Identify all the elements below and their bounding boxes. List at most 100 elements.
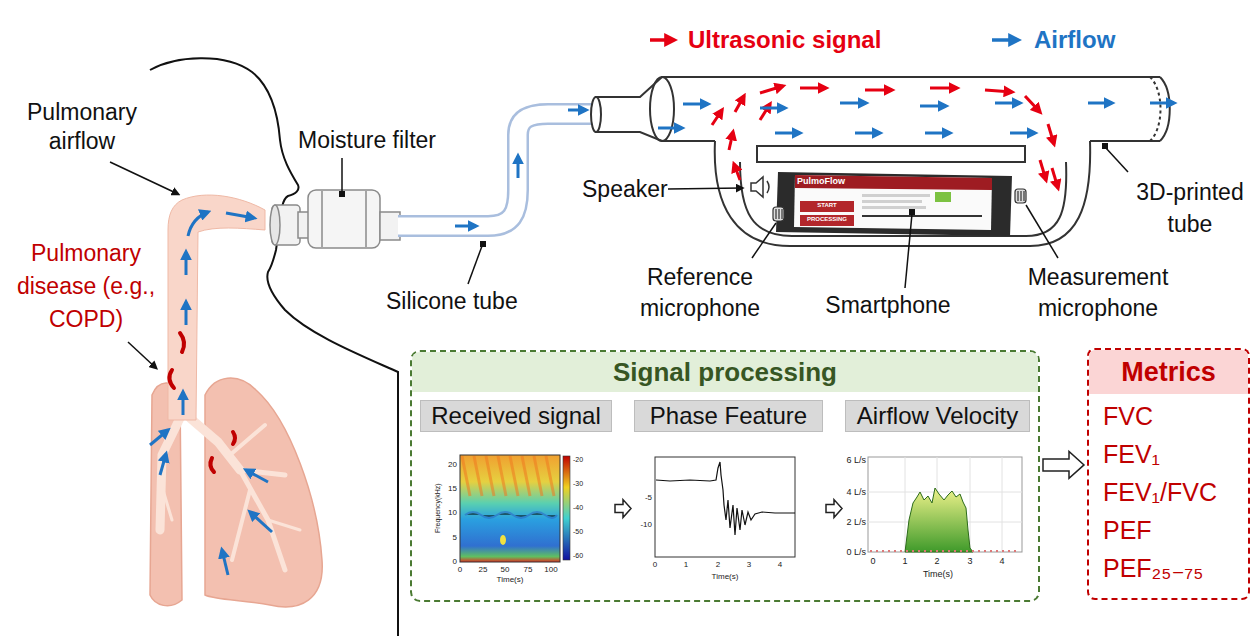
part-label: Measurement microphone xyxy=(1003,262,1193,324)
spectrogram-chart xyxy=(462,456,554,496)
part-label: Smartphone xyxy=(825,292,950,320)
ultrasonic-arrows xyxy=(985,90,1012,92)
airflow-arrows-tube xyxy=(925,132,950,135)
axis-label: 25 xyxy=(479,565,488,575)
spectrogram-chart xyxy=(563,456,570,560)
smartphone xyxy=(862,194,930,197)
screen-text: PulmoFlow xyxy=(797,176,845,187)
axis-label: 75 xyxy=(524,565,533,575)
lungs xyxy=(160,418,300,570)
leader-lines xyxy=(128,342,156,368)
legend-text: Ultrasonic signal xyxy=(688,26,881,55)
airflow-arrows-tube xyxy=(1010,132,1035,135)
spectrogram-chart xyxy=(460,455,570,562)
smartphone xyxy=(862,206,926,209)
printed-tube xyxy=(650,77,674,141)
smartphone xyxy=(795,175,992,190)
velocity-chart xyxy=(870,550,1020,552)
leader-lines xyxy=(110,162,178,194)
part-label: Silicone tube xyxy=(386,288,518,316)
velocity-chart xyxy=(868,457,1022,552)
airflow-arrows-body xyxy=(150,212,272,575)
metrics-title: Metrics xyxy=(1121,350,1216,394)
smartphone xyxy=(776,172,1012,236)
smartphone xyxy=(935,192,951,202)
processing-group-box: Signal processingReceived signalPhase Fe… xyxy=(410,350,1040,602)
ultrasonic-arrows xyxy=(729,132,733,150)
lungs xyxy=(190,418,240,470)
airflow-arrows-tube xyxy=(760,107,785,110)
axis-label: 50 xyxy=(501,565,510,575)
airflow-arrows-tube xyxy=(658,103,1174,133)
stage-title: Received signal xyxy=(431,401,600,431)
axis-label: 0 L/s xyxy=(846,547,866,558)
leader-dots xyxy=(339,191,345,197)
airflow-arrows-tube xyxy=(855,132,880,135)
airflow-arrows-tube xyxy=(775,132,800,135)
metric-item: FVC xyxy=(1103,400,1153,432)
group-title: Signal processing xyxy=(613,352,837,392)
smartphone xyxy=(862,200,922,203)
printed-tube xyxy=(591,77,1170,246)
part-label: Pulmonary airflow xyxy=(7,98,157,156)
axis-label: -5 xyxy=(645,493,652,503)
axis-label: -20 xyxy=(573,456,583,464)
disease-marks xyxy=(233,432,235,444)
processing-stage: Received signal xyxy=(420,400,612,596)
axis-label: 10 xyxy=(448,508,457,518)
disease-marks xyxy=(210,458,214,472)
part-label: Pulmonary disease (e.g., COPD) xyxy=(11,237,161,336)
airflow-arrows-body xyxy=(160,454,166,475)
ultrasonic-arrows xyxy=(865,89,892,92)
ultrasonic-arrows xyxy=(712,86,1058,188)
moisture-filter xyxy=(380,212,400,240)
axis-label: 4 xyxy=(999,556,1004,567)
airflow-arrows-body xyxy=(226,213,254,218)
silicone-tube xyxy=(568,109,586,112)
airflow-arrows-body xyxy=(182,392,185,415)
ultrasonic-arrows xyxy=(1048,124,1054,144)
airflow-arrows-body xyxy=(188,212,208,236)
axis-label: 0 xyxy=(458,565,462,575)
lungs xyxy=(160,480,172,520)
metrics-box: MetricsFVCFEV₁FEV₁/FVCPEFPEF₂₅₋₇₅ xyxy=(1087,348,1250,600)
printed-tube xyxy=(740,162,1066,236)
axis-label: Frequency(kHz) xyxy=(434,483,442,533)
printed-tube xyxy=(757,146,1025,162)
moisture-filter xyxy=(322,191,366,247)
silicone-tube xyxy=(455,225,476,228)
velocity-chart xyxy=(905,488,973,552)
airflow-arrows-tube xyxy=(995,102,1020,105)
smartphone xyxy=(862,215,982,217)
airflow-arrows-tube xyxy=(920,105,946,108)
airway xyxy=(168,195,265,420)
axis-label: 4 xyxy=(778,560,782,570)
disease-marks xyxy=(180,333,184,352)
axis-label: 0 xyxy=(870,556,875,567)
speaker-symbol xyxy=(751,177,763,197)
leader-lines xyxy=(110,147,1128,368)
velocity-chart xyxy=(868,457,1022,552)
airflow-arrows-tube xyxy=(658,127,682,130)
phase-chart xyxy=(656,462,795,535)
ultrasonic-arrows xyxy=(760,86,783,93)
ultrasonic-arrows xyxy=(760,104,770,120)
printed-tube xyxy=(1160,77,1170,141)
smartphone xyxy=(794,175,992,230)
airflow-arrows-body xyxy=(246,470,268,482)
airflow-arrows-body xyxy=(150,430,168,445)
airflow-arrows-body xyxy=(250,512,272,532)
axis-label: Time(s) xyxy=(712,572,739,582)
stage-title: Airflow Velocity xyxy=(857,401,1018,431)
disease-marks xyxy=(169,333,235,472)
screen-text: PROCESSING xyxy=(807,216,847,223)
axis-label: -40 xyxy=(573,504,583,512)
lungs xyxy=(205,378,322,607)
axis-label: -30 xyxy=(573,480,583,488)
airflow-arrows-tube xyxy=(1150,102,1174,105)
spectrogram-chart xyxy=(460,455,560,562)
axis-label: 0 xyxy=(653,560,657,570)
moisture-filter xyxy=(308,190,380,248)
metric-item: FEV₁ xyxy=(1103,438,1160,470)
